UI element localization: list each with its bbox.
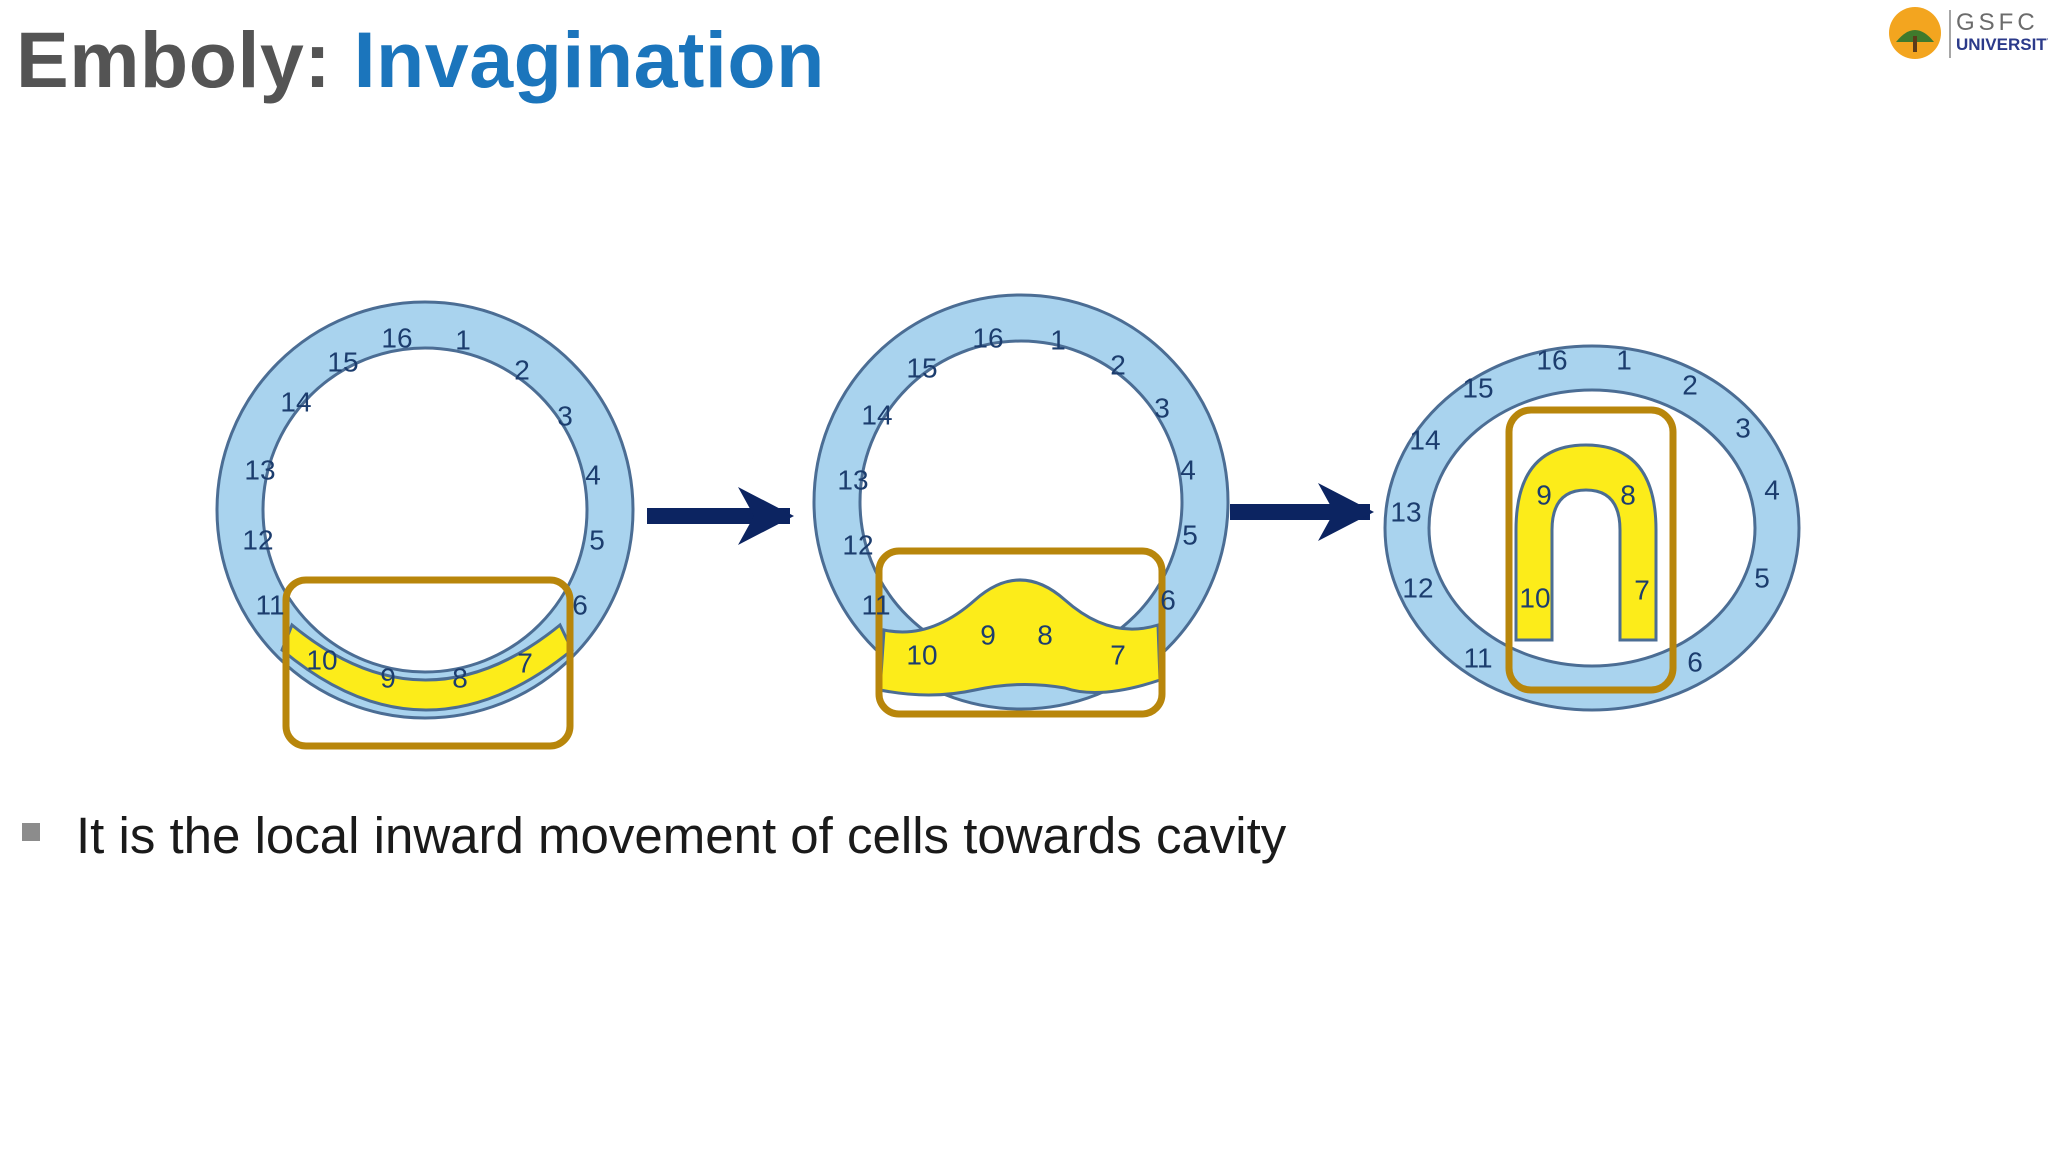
stage-2-cell-15: 15 (906, 353, 937, 384)
slide-title: Emboly: Invagination (16, 14, 825, 106)
stage-3-cell-1: 1 (1616, 345, 1632, 376)
title-highlight: Invagination (353, 15, 825, 104)
title-prefix: Emboly: (16, 15, 354, 104)
stage-2-highlight-box (875, 547, 1166, 718)
stage-1-cell-13: 13 (244, 455, 275, 486)
university-logo: GSFC UNIVERSITY (1889, 7, 2048, 59)
stage-2-cell-7: 7 (1110, 640, 1126, 671)
stage-2-endoderm-plate (878, 578, 1162, 697)
stage-1-cell-10: 10 (306, 645, 337, 676)
stage-1-cell-15: 15 (327, 347, 358, 378)
bullet-marker-icon (22, 823, 40, 841)
stage-3-cell-12: 12 (1402, 573, 1433, 604)
stage-2-cell-14: 14 (861, 400, 892, 431)
stage-1-cell-9: 9 (380, 663, 396, 694)
stage-3-cell-14: 14 (1409, 425, 1440, 456)
stage-3-archenteron (1514, 443, 1658, 642)
stage-1-cell-1: 1 (455, 325, 471, 356)
stage-3-cell-10: 10 (1519, 583, 1550, 614)
logo-line1: GSFC (1956, 9, 2039, 36)
stage-2-ectoderm-ring (814, 295, 1228, 709)
stage-2-cell-10: 10 (906, 640, 937, 671)
stage-3-cell-6: 6 (1687, 647, 1703, 678)
stage-3-cell-16: 16 (1536, 345, 1567, 376)
stage-3-cell-2: 2 (1682, 370, 1698, 401)
stage-1-highlight-box (282, 576, 574, 750)
stage-1-cell-3: 3 (557, 401, 573, 432)
stage-3-cell-3: 3 (1735, 413, 1751, 444)
stage-2-cell-12: 12 (842, 530, 873, 561)
stage-2-cell-3: 3 (1154, 393, 1170, 424)
stage-2-cell-5: 5 (1182, 520, 1198, 551)
stage-1-cell-12: 12 (242, 525, 273, 556)
stage-1-cell-14: 14 (280, 387, 311, 418)
stage-2-cell-8: 8 (1037, 620, 1053, 651)
stage-3-cell-11: 11 (1463, 643, 1492, 674)
stage-3-highlight-box (1505, 406, 1677, 694)
stage-3-cell-8: 8 (1620, 480, 1636, 511)
logo-line2: UNIVERSITY (1956, 35, 2048, 54)
stage-2-cell-16: 16 (972, 323, 1003, 354)
bullet-text: It is the local inward movement of cells… (76, 807, 1287, 864)
stage-2-cell-6: 6 (1160, 585, 1176, 616)
stage-2-cell-11: 11 (861, 590, 890, 621)
stage-3-cell-5: 5 (1754, 563, 1770, 594)
stage-1-cell-16: 16 (381, 323, 412, 354)
stage-1-cell-5: 5 (589, 525, 605, 556)
stage-2-cell-1: 1 (1050, 325, 1066, 356)
stage-3-cell-7: 7 (1634, 575, 1650, 606)
stage-2-cell-4: 4 (1180, 455, 1196, 486)
stage-1-cell-11: 11 (255, 590, 284, 621)
stage-3-ectoderm-ring (1385, 346, 1799, 710)
stage-2-cell-9: 9 (980, 620, 996, 651)
stage-3-cell-4: 4 (1764, 475, 1780, 506)
stage-2-cell-2: 2 (1110, 350, 1126, 381)
stage-3-cell-9: 9 (1536, 480, 1552, 511)
stage-1-cell-2: 2 (514, 355, 530, 386)
stage-1-cell-7: 7 (517, 648, 533, 679)
stage-2-cell-13: 13 (837, 465, 868, 496)
stage-3-cell-15: 15 (1462, 373, 1493, 404)
stage-1-cell-6: 6 (572, 590, 588, 621)
stage-3-cell-13: 13 (1390, 497, 1421, 528)
stage-1-cell-4: 4 (585, 460, 601, 491)
stage-1-cell-8: 8 (452, 663, 468, 694)
